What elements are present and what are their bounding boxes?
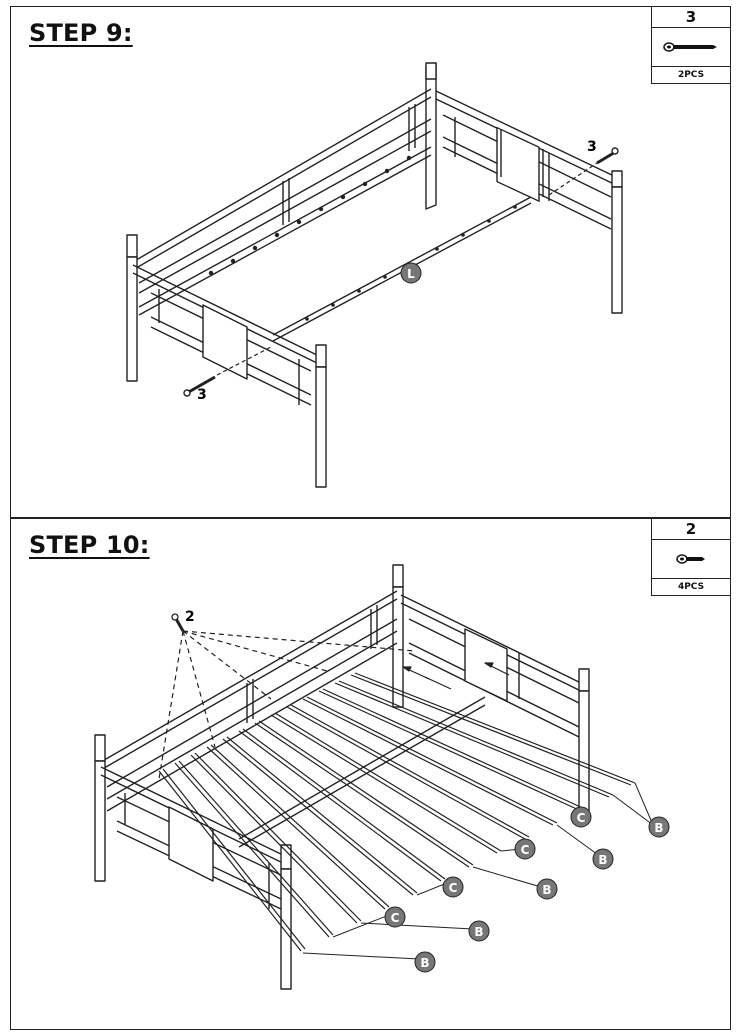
slat-b-badge: B <box>592 848 614 870</box>
slat-b-badge: B <box>536 878 558 900</box>
rail-l-label: L <box>407 267 415 281</box>
step-10-hardware-box: 2 4PCS <box>651 518 731 596</box>
bolt-right-label: 3 <box>587 139 597 155</box>
slat-b-badge: B <box>414 951 436 973</box>
step-9-hardware-box: 3 2PCS <box>651 6 731 84</box>
step-9-bed-frame-drawing: 3 3 L <box>126 62 623 488</box>
bolt-right: 3 <box>587 139 619 165</box>
hardware-number: 2 <box>652 519 730 540</box>
hardware-quantity: 4PCS <box>677 582 705 592</box>
slat-c-badge: C <box>570 806 592 828</box>
slat-b-label: B <box>542 883 551 897</box>
slat-b-badge: B <box>648 816 670 838</box>
step-10-bed-frame-drawing: 2 B C B C B <box>94 564 670 990</box>
slat-c-badge: C <box>514 838 536 860</box>
slat-b-label: B <box>598 853 607 867</box>
bolt-left: 3 <box>183 375 216 403</box>
hardware-quantity: 2PCS <box>677 70 705 80</box>
bolt-left-label: 3 <box>197 387 207 403</box>
slat-b-label: B <box>474 925 483 939</box>
screw-label: 2 <box>185 609 195 625</box>
slat-b-label: B <box>654 821 663 835</box>
step-10-title: STEP 10: <box>29 531 150 559</box>
slat-c-badge: C <box>442 876 464 898</box>
long-bolt-icon <box>652 28 730 67</box>
slat-c-label: C <box>577 811 586 825</box>
slat-b-label: B <box>420 956 429 970</box>
slat-c-label: C <box>449 881 458 895</box>
hardware-number: 3 <box>652 7 730 28</box>
slat-c-label: C <box>521 843 530 857</box>
slat-c-label: C <box>391 911 400 925</box>
step-10-panel: STEP 10: 2 4PCS <box>10 518 731 1030</box>
screw-callout: 2 <box>171 609 195 632</box>
step-9-title: STEP 9: <box>29 19 133 47</box>
rail-l-badge: L <box>400 262 422 284</box>
short-bolt-icon <box>652 540 730 579</box>
slat-b-badge: B <box>468 920 490 942</box>
step-9-panel: STEP 9: 3 2PCS <box>10 6 731 518</box>
slat-c-badge: C <box>384 906 406 928</box>
